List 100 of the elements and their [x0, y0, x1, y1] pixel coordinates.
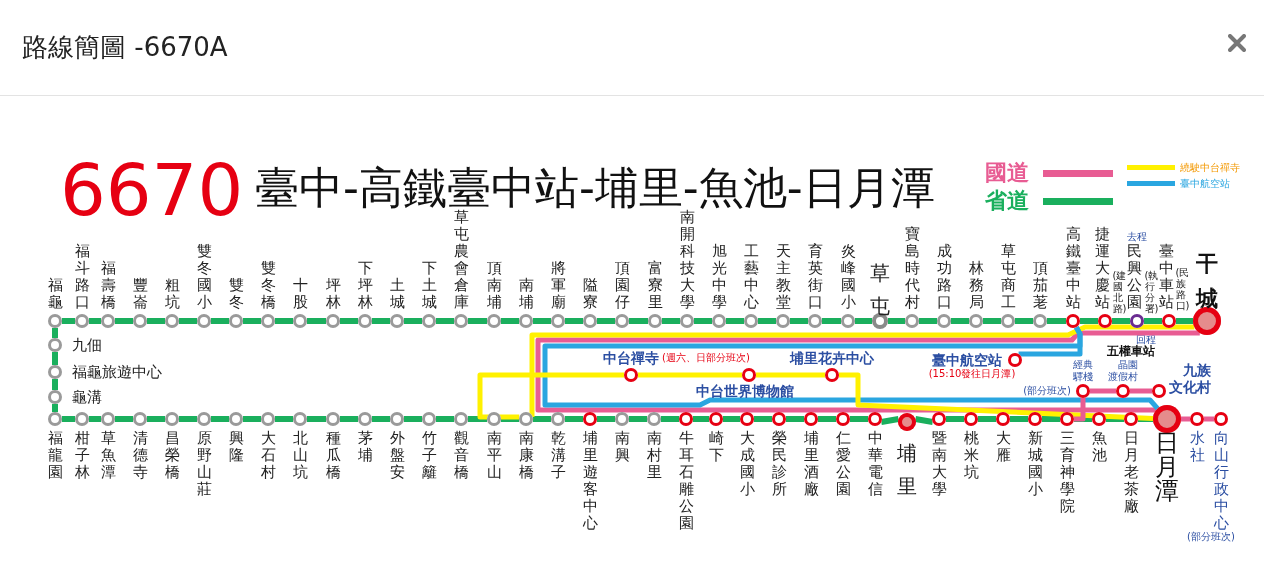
station-note: (民族路口) — [1175, 267, 1187, 311]
route-line — [638, 372, 742, 378]
route-line — [1080, 318, 1098, 324]
route-line — [115, 318, 133, 324]
station-name: 福龜 — [47, 277, 63, 311]
station-name: 豐崙 — [132, 277, 148, 311]
station-name: 將軍廟 — [550, 260, 566, 311]
route-line — [89, 318, 101, 324]
station-name: 下坪林 — [357, 260, 373, 311]
route-line — [307, 416, 326, 422]
route-line — [275, 416, 293, 422]
station-name: 寶島時代村 — [904, 226, 920, 311]
station-name: 水社 — [1189, 430, 1205, 464]
route-line — [62, 416, 75, 422]
station-name: 三育神學院 — [1059, 430, 1075, 515]
route-line — [372, 318, 390, 324]
route-line — [978, 416, 996, 422]
station-name: 埔里 — [897, 440, 917, 500]
station-name: 柑子林 — [74, 430, 90, 481]
station-name: 仁愛公園 — [835, 430, 851, 498]
station-name: 大成國小 — [739, 430, 755, 498]
route-line — [723, 416, 740, 422]
route-line — [983, 318, 1001, 324]
route-line — [565, 416, 583, 422]
route-line — [533, 416, 551, 422]
station-name: 南開科技大學 — [679, 209, 695, 311]
route-line — [147, 416, 165, 422]
route-line — [855, 318, 872, 324]
station-name: 埔里遊客中心 — [582, 430, 598, 532]
route-line — [404, 416, 422, 422]
station-name: 福斗路口 — [74, 243, 90, 311]
legend-label: 臺中航空站 — [1180, 179, 1230, 189]
station-name: 福龜旅遊中心 — [72, 364, 162, 380]
route-line — [1181, 416, 1190, 422]
route-line — [115, 416, 133, 422]
station-name: 天主教堂 — [775, 243, 791, 311]
station-name: 高鐵臺中站 — [1065, 226, 1081, 311]
route-line — [1047, 318, 1066, 324]
route-line — [629, 318, 648, 324]
station-name: 雙冬 — [228, 277, 244, 311]
stop-name: 五權車站 — [1107, 345, 1155, 357]
legend-label: 省道 — [985, 190, 1029, 212]
station-name: 竹子籬 — [421, 430, 437, 481]
station-name: 九佃 — [72, 337, 102, 353]
route-line — [89, 416, 101, 422]
station-name: 北山坑 — [292, 430, 308, 481]
route-line — [758, 318, 776, 324]
station-name: 中台世界博物館 — [696, 384, 794, 398]
route-line — [597, 416, 615, 422]
station-name: 九族文化村 — [1169, 362, 1211, 396]
station-name: 草屯商工 — [1000, 243, 1016, 311]
route-line — [1176, 318, 1193, 324]
station-name: 林務局 — [968, 260, 984, 311]
route-line — [839, 372, 1154, 421]
station-name: 大石村 — [260, 430, 276, 481]
route-line — [501, 318, 519, 324]
station-name: 工藝中心 — [743, 243, 759, 311]
station-name: 外盤安 — [389, 430, 405, 481]
route-line — [694, 318, 712, 324]
station-name: 桃米坑 — [963, 430, 979, 481]
route-line — [1018, 326, 1083, 357]
route-line — [880, 416, 899, 425]
station-name: 暨南大學 — [931, 430, 947, 498]
station-name: 榮民診所 — [771, 430, 787, 498]
station-name: 原野山莊 — [196, 430, 212, 498]
station-name: 茅埔 — [357, 430, 373, 464]
route-line — [754, 416, 772, 422]
route-title: 臺中-高鐵臺中站-埔里-魚池-日月潭 — [255, 166, 935, 210]
station-note: (建國北路) — [1112, 270, 1124, 314]
station-name: 粗坑 — [164, 277, 180, 311]
route-line — [340, 416, 358, 422]
station-name: 乾溝子 — [550, 430, 566, 481]
route-line — [565, 318, 583, 324]
station-note: (15:10發往日月潭) — [928, 369, 1016, 379]
station-name: 炎峰國小 — [840, 243, 856, 311]
route-line — [468, 416, 487, 422]
station-name: 日月潭 — [1155, 431, 1179, 503]
direction-note: 去程 — [1127, 232, 1147, 242]
dialog-title: 路線簡圖 -6670A — [22, 34, 228, 60]
station-name: 富寮里 — [647, 260, 663, 311]
station-note: (執行分署) — [1144, 270, 1156, 314]
route-line — [307, 318, 326, 324]
station-name: 十股 — [292, 277, 308, 311]
station-name: 種瓜橋 — [325, 430, 341, 481]
station-note: (週六、日部分班次) — [662, 353, 750, 363]
route-line — [436, 416, 454, 422]
route-line — [1144, 318, 1162, 324]
route-line — [1010, 416, 1028, 422]
route-line — [888, 318, 905, 324]
station-name: 福龍園 — [47, 430, 63, 481]
route-line — [1204, 416, 1214, 422]
route-line — [52, 352, 58, 365]
station-note: (部分班次) — [1023, 386, 1071, 396]
route-line — [533, 318, 551, 324]
station-name: 干城 — [1196, 250, 1218, 313]
route-line — [52, 328, 58, 338]
station-name: 草屯農會倉庫 — [453, 209, 469, 311]
station-name: 臺中航空站 — [932, 353, 1002, 367]
station-name: 頂園仔 — [614, 260, 630, 311]
station-name: 龜溝 — [72, 389, 102, 405]
